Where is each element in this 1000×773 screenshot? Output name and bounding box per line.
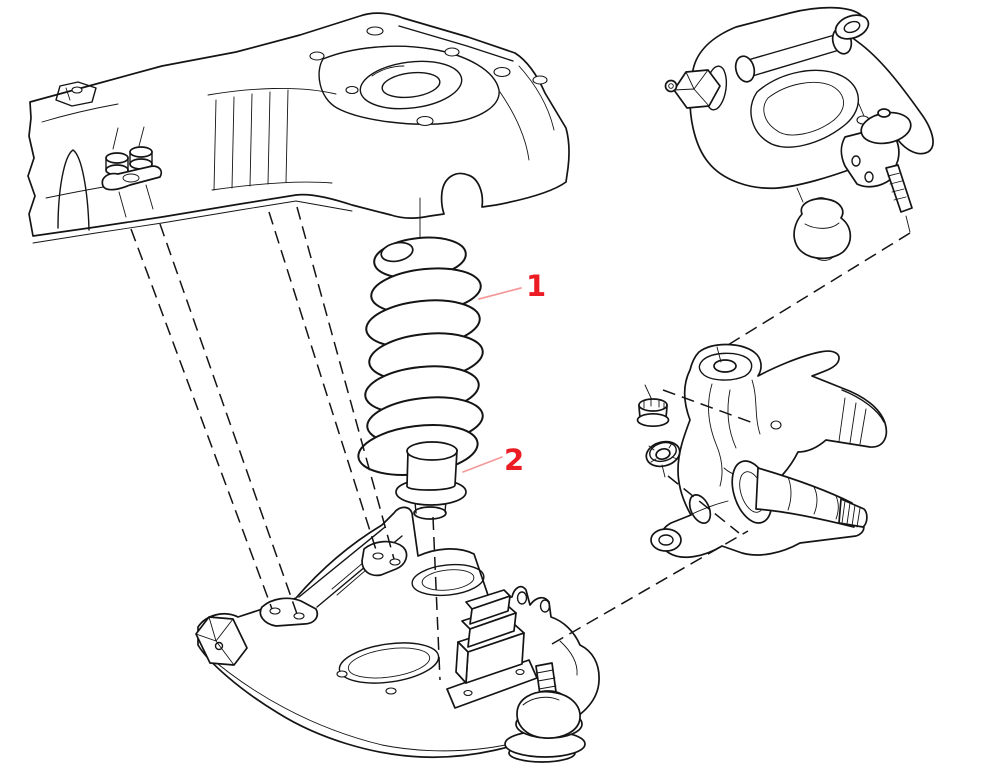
coil-spring bbox=[357, 197, 484, 476]
frame-hole bbox=[366, 26, 384, 36]
frame-hole bbox=[532, 75, 548, 85]
boss-hole bbox=[713, 359, 737, 373]
lower-control-arm bbox=[195, 506, 600, 763]
steering-arm-boss bbox=[650, 528, 682, 552]
stud-line bbox=[112, 126, 154, 218]
callout-2-leader bbox=[462, 456, 503, 473]
frame-top-tab bbox=[55, 81, 97, 107]
callout-2: 2 bbox=[462, 443, 524, 477]
lug-hole bbox=[539, 599, 551, 613]
bolt-hole bbox=[389, 558, 401, 566]
castle-nut-lower-line bbox=[667, 475, 740, 534]
castellations bbox=[643, 398, 665, 410]
spindle-threads bbox=[838, 498, 868, 528]
pivot-bolt-line bbox=[296, 206, 395, 560]
bolt-hole bbox=[269, 607, 281, 615]
assembly-alignment-lines bbox=[130, 206, 911, 681]
coil-spring-insulator bbox=[395, 441, 467, 520]
lug-hole bbox=[516, 591, 528, 605]
frame-hole bbox=[444, 47, 460, 57]
pivot-shaft bbox=[740, 33, 847, 78]
knuckle-hole bbox=[770, 420, 782, 430]
castle-nut-lower bbox=[645, 440, 681, 478]
arm-opening bbox=[338, 642, 440, 684]
steering-arm-collar bbox=[688, 494, 712, 524]
spring-seat-inner-ring bbox=[381, 71, 441, 99]
insulator-foot bbox=[413, 506, 447, 520]
upper-control-arm bbox=[664, 6, 934, 261]
frame-hole bbox=[493, 66, 511, 78]
arm-recess bbox=[750, 69, 860, 148]
castle-nut-upper bbox=[636, 384, 670, 428]
bolt-hole bbox=[372, 552, 384, 560]
arm-hole bbox=[336, 670, 348, 678]
frame-hole bbox=[309, 51, 325, 61]
frame-crossmember bbox=[27, 12, 570, 244]
knuckle-top-boss bbox=[698, 352, 753, 381]
spring-seat-outer-ring bbox=[359, 60, 463, 110]
steering-knuckle bbox=[636, 343, 888, 559]
callout-1-label: 1 bbox=[526, 269, 546, 303]
spring-wire-end bbox=[380, 241, 414, 263]
frame-bolt-holes bbox=[71, 26, 548, 127]
cotter-pin-line bbox=[857, 101, 865, 117]
grease-fitting bbox=[877, 108, 891, 118]
stud-tip bbox=[664, 79, 678, 93]
frame-mount-nut bbox=[129, 146, 153, 170]
frame-mount-retainer bbox=[101, 165, 163, 191]
frame-hole bbox=[71, 86, 83, 94]
lower-arm-pivot-bolt bbox=[195, 616, 248, 666]
arm-hole bbox=[385, 687, 397, 695]
spring-seat-pocket bbox=[318, 45, 500, 125]
rear-bushing-loop bbox=[834, 14, 870, 40]
pivot-bolt-line bbox=[130, 228, 273, 610]
spring-axis-line bbox=[432, 516, 441, 681]
pivot-bolt-line bbox=[268, 211, 378, 554]
insulator-top bbox=[406, 441, 458, 461]
upper-arm-pivot-nut bbox=[664, 69, 721, 109]
lower-ball-joint bbox=[504, 662, 586, 763]
lower-arm-bump-stop bbox=[446, 589, 538, 709]
upper-ball-joint-line bbox=[722, 232, 911, 349]
frame-hole bbox=[345, 85, 359, 95]
upper-bump-stop bbox=[793, 187, 852, 261]
lower-ball-joint-line bbox=[551, 530, 749, 645]
wheel-spindle bbox=[755, 467, 868, 528]
spring-pocket bbox=[411, 563, 485, 597]
clevis-plate bbox=[361, 540, 408, 577]
frame-hole bbox=[416, 115, 434, 127]
callout-1-leader bbox=[478, 287, 522, 300]
callout-1: 1 bbox=[478, 269, 546, 303]
pivot-bolt-line bbox=[159, 223, 298, 615]
bolt-hole bbox=[293, 612, 305, 620]
castellations bbox=[648, 442, 678, 463]
upper-ball-joint bbox=[840, 108, 913, 213]
castle-nut-upper-line bbox=[662, 389, 757, 425]
brace-foot-plate bbox=[259, 597, 319, 627]
ball-joint-boot bbox=[516, 690, 581, 739]
frame-mount-hardware bbox=[101, 126, 163, 218]
callout-2-label: 2 bbox=[504, 443, 524, 477]
ball-joint-stud bbox=[885, 164, 913, 213]
bracket-grooves bbox=[838, 397, 867, 445]
